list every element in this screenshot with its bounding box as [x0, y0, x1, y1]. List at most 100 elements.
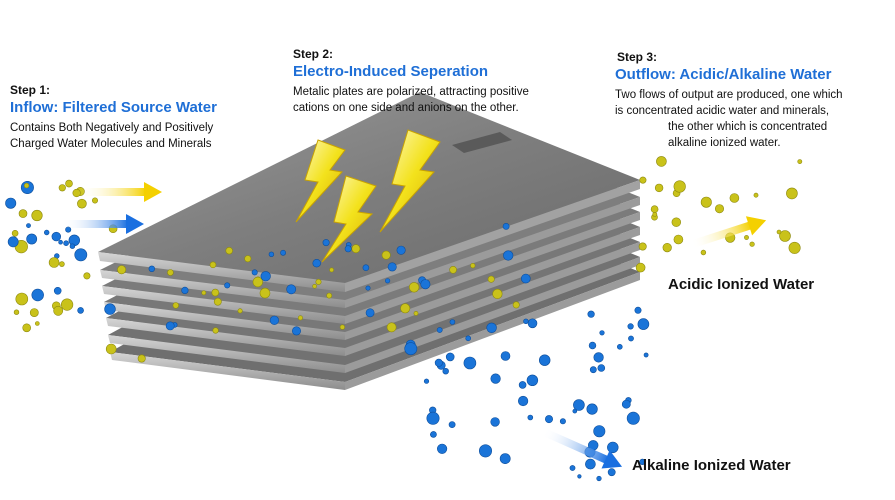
- anion-particle: [434, 358, 443, 367]
- cation-particle: [492, 288, 503, 300]
- cation-particle: [213, 297, 222, 306]
- anion-particle: [518, 381, 527, 389]
- cation-particle: [29, 308, 39, 317]
- anion-particle: [291, 326, 301, 336]
- cation-particle: [635, 262, 646, 273]
- anion-particle: [404, 342, 418, 356]
- cation-particle: [326, 292, 333, 299]
- cation-particle: [59, 261, 65, 267]
- step3-label: Step 3:: [617, 50, 658, 64]
- anion-particle: [486, 322, 497, 333]
- anion-particle: [520, 273, 531, 284]
- anion-particle: [420, 279, 431, 290]
- anion-particle: [621, 399, 631, 409]
- lightning-bolt-icon: [295, 139, 346, 223]
- cation-particle: [212, 327, 219, 334]
- alkaline-water-label: Alkaline Ionized Water: [632, 457, 791, 474]
- acidic-water-label: Acidic Ionized Water: [668, 276, 815, 293]
- anion-particle: [616, 343, 623, 350]
- anion-particle: [53, 286, 62, 295]
- anion-particle: [588, 341, 597, 350]
- step1-label: Step 1:: [10, 83, 51, 97]
- arrow-right-icon: [541, 428, 623, 469]
- anion-particle: [322, 239, 330, 247]
- cation-particle: [797, 159, 803, 164]
- lightning-bolt-icon: [321, 175, 377, 263]
- anion-particle: [426, 411, 440, 425]
- cation-particle: [638, 242, 647, 251]
- anion-particle: [448, 421, 456, 428]
- anion-particle: [58, 239, 63, 245]
- cation-particle: [209, 261, 217, 269]
- anion-particle: [68, 234, 81, 247]
- cation-particle: [65, 179, 73, 188]
- anion-particle: [362, 264, 370, 272]
- anion-particle: [527, 318, 538, 329]
- cation-particle: [744, 235, 749, 240]
- cation-particle: [776, 229, 782, 235]
- cation-particle: [58, 184, 66, 192]
- anion-particle: [268, 251, 275, 258]
- cation-particle: [512, 301, 520, 309]
- anion-particle: [589, 366, 597, 374]
- anion-particle: [365, 285, 371, 291]
- cation-particle: [779, 230, 791, 242]
- anion-particle: [634, 306, 642, 314]
- anion-particle: [385, 278, 391, 284]
- cation-particle: [225, 247, 233, 255]
- anion-particle: [596, 475, 602, 482]
- cation-particle: [700, 196, 712, 208]
- step1-desc-line1: Contains Both Negatively and Positively: [10, 122, 214, 134]
- cation-particle: [18, 209, 28, 218]
- cation-particle: [211, 288, 220, 297]
- cation-particle: [788, 241, 801, 254]
- anion-particle: [478, 444, 492, 458]
- anion-particle: [526, 374, 539, 386]
- anion-particle: [104, 303, 116, 315]
- cation-particle: [639, 176, 647, 184]
- step2-desc-line2: cations on one side and anions on the ot…: [293, 102, 519, 114]
- cation-particle: [172, 302, 180, 309]
- anion-particle: [7, 236, 19, 248]
- step3-desc-line2: is concentrated acidic water and mineral…: [615, 105, 830, 117]
- anion-particle: [437, 443, 448, 454]
- anion-particle: [502, 222, 510, 230]
- anion-particle: [639, 458, 646, 466]
- anion-particle: [544, 415, 553, 424]
- cation-particle: [671, 217, 681, 227]
- anion-particle: [260, 271, 271, 282]
- anion-particle: [148, 265, 156, 272]
- arrow-right-icon: [78, 182, 162, 202]
- anion-particle: [599, 330, 605, 336]
- anion-particle: [499, 453, 511, 464]
- anion-particle: [500, 351, 511, 361]
- arrow-right-icon: [690, 216, 767, 249]
- flow-arrows: [62, 182, 767, 469]
- cation-particle: [117, 265, 127, 275]
- anion-particle: [517, 395, 529, 407]
- cation-particle: [83, 272, 91, 280]
- cation-particle: [31, 209, 43, 222]
- cation-particle: [729, 193, 740, 203]
- anion-particle: [77, 307, 84, 314]
- anion-particle: [396, 245, 406, 255]
- cation-particle: [408, 282, 420, 293]
- cation-particle: [48, 257, 60, 268]
- cation-particle: [673, 234, 684, 245]
- anion-particle: [463, 356, 477, 370]
- anion-particle: [312, 259, 321, 268]
- anion-particle: [449, 319, 456, 325]
- step3-desc-line3: the other which is concentrated: [668, 121, 828, 133]
- cation-particle: [351, 244, 361, 254]
- cation-particle: [662, 243, 672, 253]
- step3-title: Outflow: Acidic/Alkaline Water: [615, 66, 832, 83]
- anion-particle: [593, 425, 606, 438]
- anion-particle: [597, 364, 606, 372]
- cation-particle: [673, 180, 686, 193]
- cation-particle: [714, 204, 724, 214]
- anion-particle: [586, 403, 598, 415]
- cation-particle: [297, 315, 303, 321]
- cation-particle: [105, 343, 117, 355]
- anion-particle: [436, 327, 443, 333]
